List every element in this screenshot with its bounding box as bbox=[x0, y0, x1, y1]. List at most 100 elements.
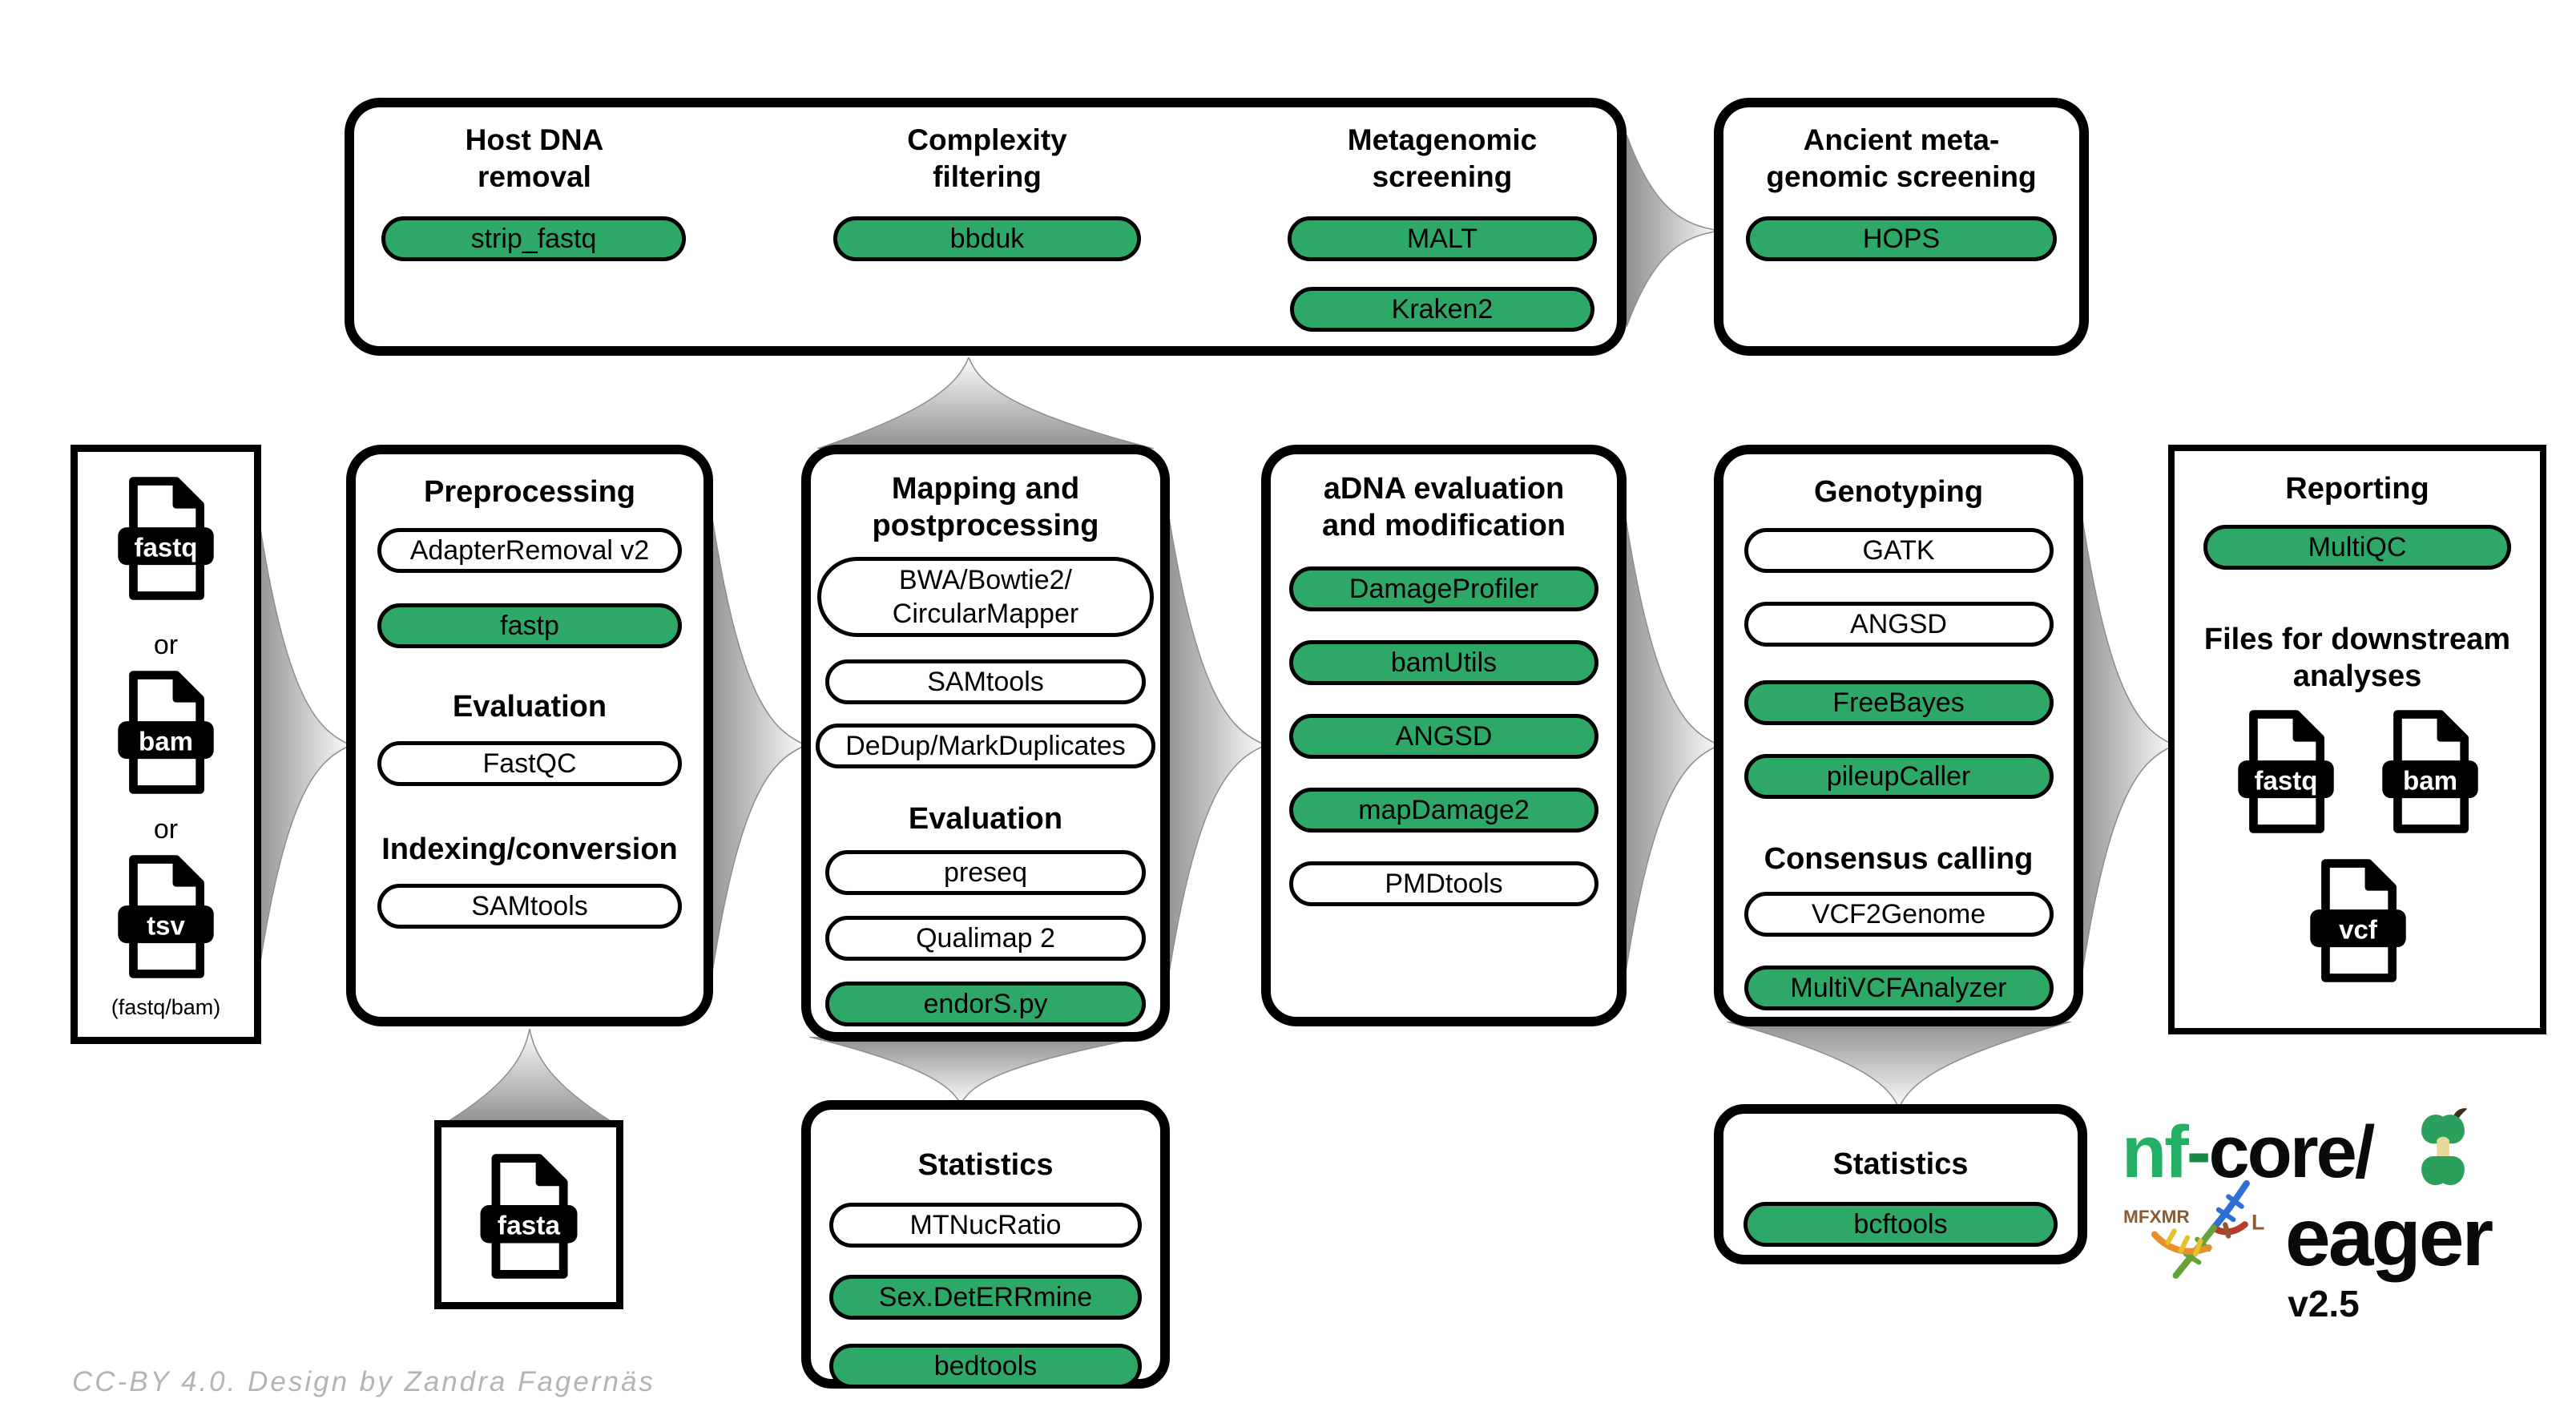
tool-qualimap2: Qualimap 2 bbox=[825, 916, 1146, 961]
title-line: Mapping and bbox=[891, 472, 1080, 506]
tool-freebayes: FreeBayes bbox=[1744, 680, 2054, 725]
flow-arrow-up-icon bbox=[817, 357, 1154, 449]
tsv-file-icon: tsv bbox=[118, 855, 214, 978]
file-label: fastq bbox=[135, 533, 198, 562]
box-preprocessing: Preprocessing AdapterRemoval v2 fastp Ev… bbox=[346, 445, 713, 1026]
tool-preseq: preseq bbox=[825, 850, 1146, 895]
apple-core-icon bbox=[2421, 1108, 2468, 1186]
title-line: analyses bbox=[2292, 659, 2422, 693]
section-title-statistics-mapping: Statistics bbox=[917, 1148, 1054, 1182]
title-line: Metagenomic bbox=[1347, 123, 1538, 156]
section-title-statistics-genotyping: Statistics bbox=[1832, 1147, 1969, 1181]
tool-sexdeterrmine: Sex.DetERRmine bbox=[829, 1275, 1142, 1320]
box-statistics-genotyping: Statistics bcftools bbox=[1714, 1104, 2087, 1264]
or-label: or bbox=[153, 630, 179, 660]
tool-fastqc: FastQC bbox=[377, 741, 682, 786]
title-line: and modification bbox=[1322, 509, 1566, 542]
flow-arrow-right-icon bbox=[2077, 481, 2175, 1010]
flow-arrow-up-icon bbox=[442, 1029, 617, 1125]
box-genotyping: Genotyping GATK ANGSD FreeBayes pileupCa… bbox=[1714, 445, 2083, 1026]
box-ancient-metagenomic-screening: Ancient meta- genomic screening HOPS bbox=[1714, 98, 2089, 356]
title-line: aDNA evaluation bbox=[1323, 472, 1565, 506]
title-line: Complexity bbox=[907, 123, 1067, 156]
tool-multivcfanalyzer: MultiVCFAnalyzer bbox=[1744, 966, 2054, 1010]
box-mapping-postprocessing: Mapping and postprocessing BWA/Bowtie2/ … bbox=[801, 445, 1170, 1042]
tool-mapdamage2: mapDamage2 bbox=[1289, 788, 1598, 833]
title-line: removal bbox=[478, 160, 591, 193]
tool-multiqc: MultiQC bbox=[2203, 525, 2511, 570]
fasta-file-icon: fasta bbox=[480, 1154, 578, 1279]
tool-bedtools: bedtools bbox=[829, 1344, 1142, 1389]
tool-bcftools: bcftools bbox=[1744, 1202, 2058, 1247]
tool-bamutils: bamUtils bbox=[1289, 640, 1598, 685]
title-line: filtering bbox=[933, 160, 1042, 193]
input-format-note: (fastq/bam) bbox=[111, 995, 221, 1019]
section-title-adna: aDNA evaluation and modification bbox=[1271, 470, 1617, 544]
license-credit: CC-BY 4.0. Design by Zandra Fagernäs bbox=[72, 1366, 655, 1397]
tool-pmdtools: PMDtools bbox=[1289, 861, 1598, 906]
file-label: tsv bbox=[147, 911, 185, 941]
flow-arrow-right-icon bbox=[1163, 481, 1266, 1010]
title-line: postprocessing bbox=[872, 509, 1099, 542]
flow-arrow-right-icon bbox=[1620, 481, 1719, 1010]
tool-mtnucratio: MTNucRatio bbox=[829, 1203, 1142, 1248]
section-title-preprocessing: Preprocessing bbox=[424, 475, 635, 509]
tool-pileupcaller: pileupCaller bbox=[1744, 754, 2054, 799]
tool-endors-py: endorS.py bbox=[825, 982, 1146, 1026]
flow-arrow-right-icon bbox=[253, 481, 351, 1010]
tool-label-line: BWA/Bowtie2/ bbox=[898, 565, 1073, 595]
subheading-consensus-calling: Consensus calling bbox=[1764, 842, 2034, 876]
flow-arrow-down-icon bbox=[809, 1037, 1146, 1104]
title-line: Host DNA bbox=[465, 123, 604, 156]
flow-arrow-right-icon bbox=[707, 481, 806, 1010]
box-upper-pipeline: Host DNA removal strip_fastq Complexity … bbox=[345, 98, 1627, 356]
tool-vcf2genome: VCF2Genome bbox=[1744, 892, 2054, 937]
box-reporting: Reporting MultiQC Files for downstream a… bbox=[2168, 445, 2546, 1034]
tool-fastp: fastp bbox=[377, 603, 682, 648]
tool-damageprofiler: DamageProfiler bbox=[1289, 566, 1598, 611]
subheading-evaluation-mapping: Evaluation bbox=[908, 802, 1063, 836]
box-statistics-mapping: Statistics MTNucRatio Sex.DetERRmine bed… bbox=[801, 1100, 1170, 1389]
nf-dash: - bbox=[2186, 1111, 2211, 1193]
tool-malt: MALT bbox=[1288, 216, 1597, 261]
tool-angsd-adna: ANGSD bbox=[1289, 714, 1598, 759]
flow-arrow-down-icon bbox=[1727, 1022, 2071, 1108]
box-fasta-reference: fasta bbox=[434, 1120, 623, 1309]
nf-core-wordmark: nf-core/ bbox=[2122, 1111, 2375, 1195]
tool-label-line: CircularMapper bbox=[892, 599, 1079, 629]
subheading-indexing-conversion: Indexing/conversion bbox=[381, 833, 678, 866]
title-line: screening bbox=[1372, 160, 1513, 193]
file-label: fasta bbox=[498, 1211, 561, 1241]
fastq-output-file-icon: fastq bbox=[2238, 710, 2334, 833]
section-title-mapping: Mapping and postprocessing bbox=[811, 470, 1160, 544]
subheading-files-downstream: Files for downstream analyses bbox=[2175, 621, 2540, 695]
dna-helix-icon: MFXMR L bbox=[2123, 1179, 2264, 1279]
file-label: vcf bbox=[2339, 915, 2378, 945]
core-text: core/ bbox=[2208, 1111, 2375, 1193]
bam-file-icon: bam bbox=[118, 671, 214, 794]
section-title-metagenomic-screening: Metagenomic screening bbox=[1282, 122, 1602, 196]
eager-wordmark: eager bbox=[2285, 1191, 2493, 1283]
tool-kraken2: Kraken2 bbox=[1290, 287, 1594, 332]
box-adna-evaluation-modification: aDNA evaluation and modification DamageP… bbox=[1261, 445, 1627, 1026]
title-line: Ancient meta- bbox=[1803, 123, 2000, 156]
bam-output-file-icon: bam bbox=[2382, 710, 2478, 833]
section-title-host-dna-removal: Host DNA removal bbox=[370, 122, 699, 196]
file-label: fastq bbox=[2255, 766, 2318, 796]
tool-hops: HOPS bbox=[1746, 216, 2057, 261]
rune-text: MFXMR bbox=[2123, 1207, 2190, 1227]
section-title-reporting: Reporting bbox=[2285, 472, 2429, 506]
tool-dedup-markduplicates: DeDup/MarkDuplicates bbox=[816, 724, 1155, 768]
file-label: bam bbox=[139, 727, 193, 756]
file-label: bam bbox=[2403, 766, 2457, 796]
subheading-evaluation: Evaluation bbox=[452, 690, 607, 724]
section-title-genotyping: Genotyping bbox=[1813, 475, 1984, 509]
tool-bbduk: bbduk bbox=[833, 216, 1141, 261]
rune-l-text: L bbox=[2251, 1210, 2264, 1234]
fastq-file-icon: fastq bbox=[118, 477, 214, 600]
tool-samtools-mapping: SAMtools bbox=[825, 659, 1146, 704]
title-line: Files for downstream bbox=[2203, 623, 2511, 656]
section-title-complexity-filtering: Complexity filtering bbox=[827, 122, 1147, 196]
tool-angsd-genotyping: ANGSD bbox=[1744, 602, 2054, 647]
